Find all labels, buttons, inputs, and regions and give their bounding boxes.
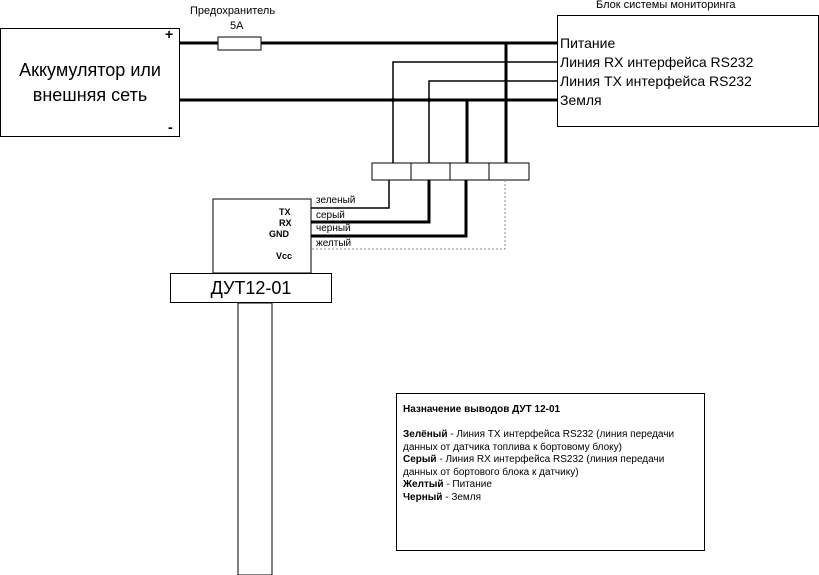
battery-box: Аккумулятор или внешняя сеть xyxy=(0,28,180,137)
monitor-pin-power: Питание xyxy=(560,35,616,51)
monitor-box xyxy=(557,15,819,127)
legend-item-gray: Серый - Линия RX интерфейса RS232 (линия… xyxy=(403,454,665,478)
sensor-name: ДУТ12-01 xyxy=(210,277,292,298)
tx-line-monitor xyxy=(428,80,557,163)
legend-box: Назначение выводов ДУТ 12-01 Зелёный - Л… xyxy=(396,393,705,551)
fuse-label: Предохранитель xyxy=(190,5,276,17)
sensor-pin-gnd: GND xyxy=(269,229,289,239)
sensor-name-box: ДУТ12-01 xyxy=(170,273,332,303)
legend-title: Назначение выводов ДУТ 12-01 xyxy=(403,404,561,415)
battery-label-line2: внешняя сеть xyxy=(32,84,148,105)
monitor-title: Блок системы мониторинга xyxy=(596,0,736,11)
battery-label-line1: Аккумулятор или xyxy=(19,59,161,80)
battery-plus: + xyxy=(165,26,174,42)
wire-yellow xyxy=(311,180,506,250)
legend-item-yellow: Желтый - Питание xyxy=(403,479,492,490)
rx-line-monitor xyxy=(392,61,557,163)
monitor-pin-ground: Земля xyxy=(560,92,602,108)
battery-minus: - xyxy=(168,119,173,135)
sensor-pin-tx: TX xyxy=(279,207,291,217)
legend-item-black: Черный - Земля xyxy=(403,491,482,503)
sensor-probe xyxy=(237,302,273,575)
wire-label-green: зеленый xyxy=(316,195,356,206)
legend-item-green: Зелёный - Линия TX интерфейса RS232 (лин… xyxy=(403,429,675,453)
wire-label-yellow: желтый xyxy=(316,238,352,249)
monitor-pin-tx: Линия TX интерфейса RS232 xyxy=(560,73,752,89)
wire-label-black: черный xyxy=(316,223,351,234)
sensor-body xyxy=(212,198,312,274)
fuse-rating: 5А xyxy=(230,20,244,32)
sensor-pin-rx: RX xyxy=(279,218,292,228)
wire-green xyxy=(311,180,390,209)
monitor-pin-rx: Линия RX интерфейса RS232 xyxy=(560,54,754,70)
fuse-symbol xyxy=(217,36,262,51)
wire-label-gray: серый xyxy=(316,210,345,221)
wire-black xyxy=(311,180,468,238)
sensor-pin-vcc: Vcc xyxy=(276,251,293,261)
wire-gray xyxy=(311,180,431,224)
